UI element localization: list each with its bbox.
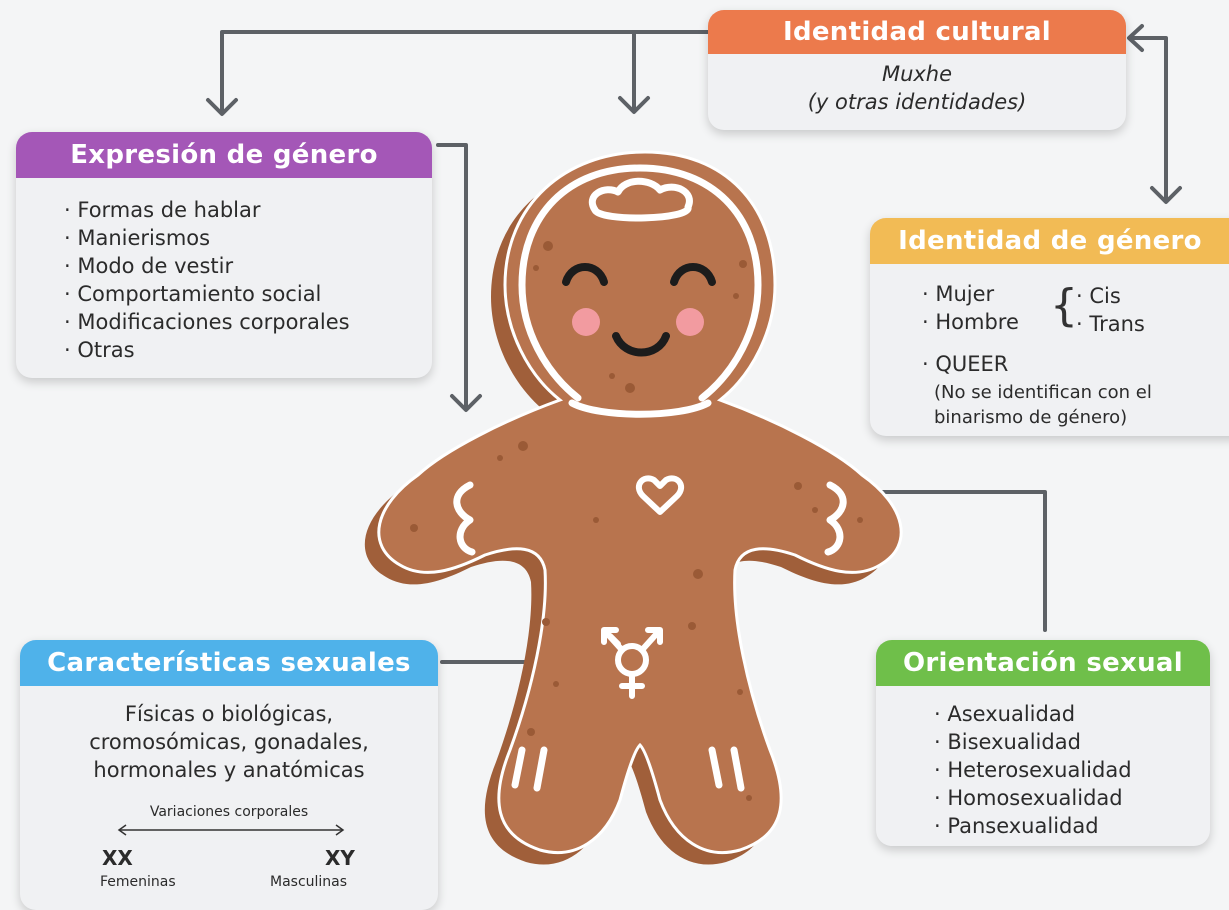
list-item: Mujer xyxy=(922,280,1019,308)
transgender-symbol-icon xyxy=(601,627,663,699)
xy-label: XY xyxy=(325,846,355,870)
hair-icing xyxy=(589,177,693,222)
list-item: Manierismos xyxy=(64,224,432,252)
arrow-cultural-to-expresion xyxy=(220,30,712,114)
cultural-line-1: Muxhe xyxy=(881,62,953,86)
orientacion-title: Orientación sexual xyxy=(876,640,1210,686)
caracteristicas-line-1: Físicas o biológicas, xyxy=(124,702,334,726)
list-item: Modificaciones corporales xyxy=(64,308,432,336)
queer-item: QUEER xyxy=(922,350,1008,378)
masculinas-label: Masculinas xyxy=(270,874,348,890)
list-item: Trans xyxy=(1076,310,1145,338)
right-eye xyxy=(670,263,716,286)
caracteristicas-title: Características sexuales xyxy=(20,640,438,686)
list-item: QUEER xyxy=(922,350,1008,378)
xx-label: XX xyxy=(102,846,133,870)
list-item: Cis xyxy=(1076,282,1145,310)
arrow-expresion-to-figure xyxy=(436,143,468,410)
list-item: Pansexualidad xyxy=(934,812,1210,840)
femeninas-label: Femeninas xyxy=(100,874,176,890)
genero-right-list: Cis Trans xyxy=(1076,282,1145,338)
caracteristicas-sexuales-card: Características sexuales Físicas o bioló… xyxy=(20,640,438,910)
list-item: Heterosexualidad xyxy=(934,756,1210,784)
arrow-cultural-to-genero xyxy=(1128,36,1168,202)
list-item: Modo de vestir xyxy=(64,252,432,280)
list-item: Homosexualidad xyxy=(934,784,1210,812)
identidad-genero-title: Identidad de género xyxy=(870,218,1229,264)
expresion-genero-title: Expresión de género xyxy=(16,132,432,178)
orientacion-sexual-card: Orientación sexual Asexualidad Bisexuali… xyxy=(876,640,1210,846)
brace: { xyxy=(1050,280,1078,331)
heart-icon xyxy=(635,475,685,515)
variaciones-double-arrow xyxy=(117,824,345,836)
list-item: Hombre xyxy=(922,308,1019,336)
expresion-genero-card: Expresión de género Formas de hablar Man… xyxy=(16,132,432,378)
expresion-list: Formas de hablar Manierismos Modo de ves… xyxy=(64,196,432,364)
list-item: Formas de hablar xyxy=(64,196,432,224)
queer-note-line-1: (No se identifican con el xyxy=(934,382,1152,403)
genero-left-list: Mujer Hombre xyxy=(922,280,1019,336)
identidad-cultural-title: Identidad cultural xyxy=(708,10,1126,54)
list-item: Bisexualidad xyxy=(934,728,1210,756)
identidad-cultural-card: Identidad cultural Muxhe (y otras identi… xyxy=(708,10,1126,130)
cookie-speckles xyxy=(410,241,863,801)
list-item: Asexualidad xyxy=(934,700,1210,728)
gingerbread-figure xyxy=(364,150,903,865)
queer-note: (No se identifican con el binarismo de g… xyxy=(934,380,1152,430)
caracteristicas-line-3: hormonales y anatómicas xyxy=(93,758,365,782)
queer-note-line-2: binarismo de género) xyxy=(934,407,1128,428)
cultural-line-2: (y otras identidades) xyxy=(807,90,1027,114)
left-eye xyxy=(562,263,608,286)
list-item: Otras xyxy=(64,336,432,364)
left-cheek xyxy=(572,308,600,336)
identidad-genero-card: Identidad de género Mujer Hombre { Cis T… xyxy=(870,218,1229,436)
smile xyxy=(612,332,670,357)
variaciones-label: Variaciones corporales xyxy=(149,804,309,820)
orientacion-list: Asexualidad Bisexualidad Heterosexualida… xyxy=(934,700,1210,840)
right-cheek xyxy=(676,308,704,336)
list-item: Comportamiento social xyxy=(64,280,432,308)
caracteristicas-line-2: cromosómicas, gonadales, xyxy=(89,730,369,754)
